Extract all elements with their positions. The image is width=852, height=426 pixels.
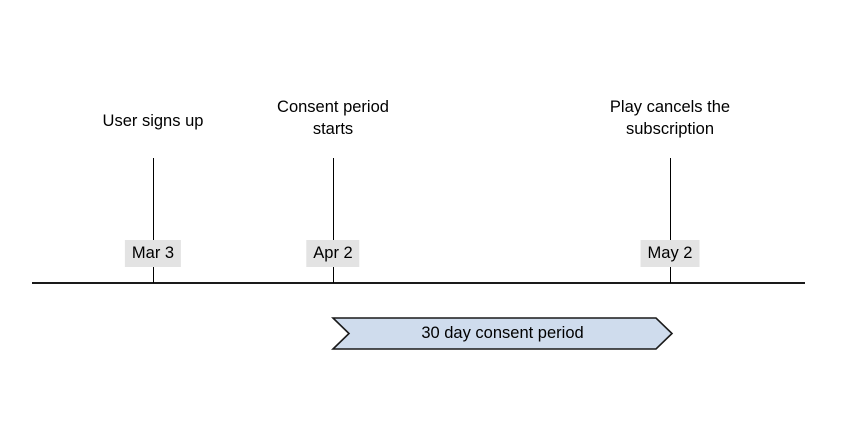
event-stem-1 [153, 158, 154, 283]
event-date-chip-3: May 2 [640, 240, 700, 267]
chevron-banner-shape [331, 317, 674, 350]
event-date-chip-1: Mar 3 [124, 240, 182, 267]
consent-period-banner: 30 day consent period [331, 317, 674, 350]
event-stem-2 [333, 158, 334, 283]
event-stem-3 [670, 158, 671, 283]
timeline-axis [32, 282, 805, 284]
event-label-3: Play cancels the subscription [609, 98, 731, 138]
event-label-1: User signs up [102, 112, 204, 130]
event-label-2: Consent period starts [277, 98, 389, 138]
event-date-chip-2: Apr 2 [306, 240, 360, 267]
